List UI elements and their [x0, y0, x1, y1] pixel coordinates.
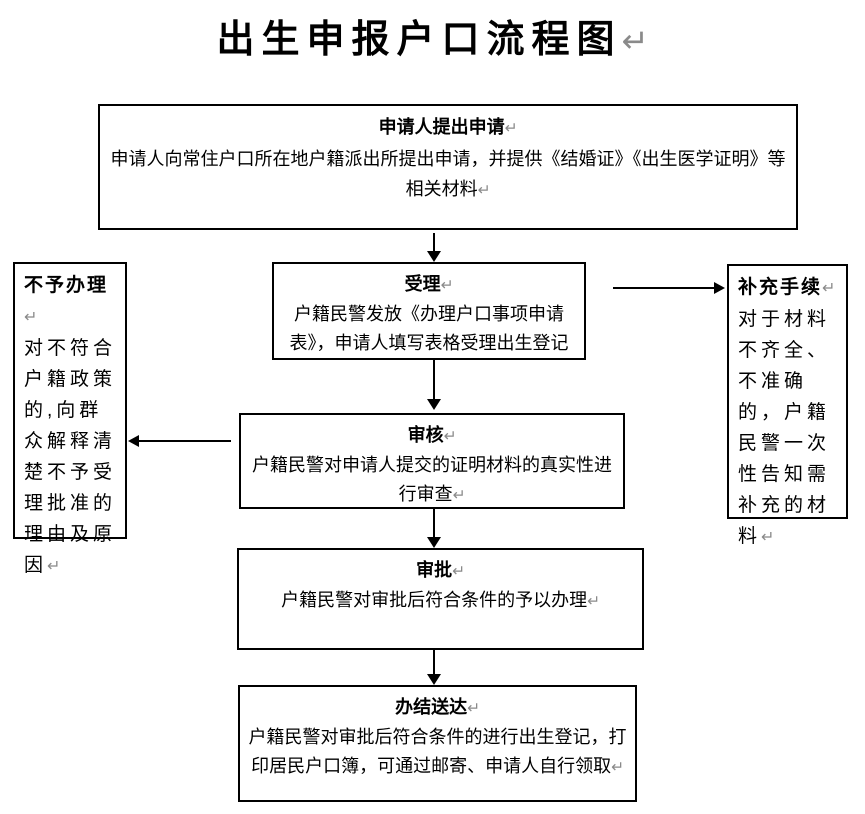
flow-box-review-body: 户籍民警对申请人提交的证明材料的真实性进行审查↵ [252, 455, 612, 504]
flow-box-accept-title: 受理↵ [404, 274, 454, 294]
arrow-accept-to-review [427, 360, 441, 410]
arrow-line [433, 360, 435, 399]
flow-box-supplement-title: 补充手续↵ [738, 277, 836, 298]
flow-box-approve: 审批↵ 户籍民警对审批后符合条件的予以办理↵ [237, 548, 644, 650]
flow-box-supplement: 补充手续↵ 对于材料不齐全、不准确的，户籍民警一次性告知需补充的材料↵ [727, 264, 848, 547]
page-title-text: 出生申报户口流程图 [216, 19, 622, 61]
return-mark-icon: ↵ [504, 120, 518, 137]
return-mark-icon: ↵ [467, 700, 480, 717]
flow-box-accept: 受理↵ 户籍民警发放《办理户口事项申请表》，申请人填写表格受理出生登记 [272, 262, 586, 360]
arrow-apply-to-accept [427, 233, 441, 262]
arrow-line [433, 650, 435, 674]
arrow-accept-to-supplement [613, 282, 725, 294]
arrow-head-down-icon [427, 399, 441, 410]
flow-box-reject: 不予办理↵ 对不符合户籍政策的,向群众解释清楚不予受理批准的理由及原因↵ [13, 262, 127, 576]
arrow-review-to-reject [128, 435, 231, 447]
return-mark-icon: ↵ [477, 182, 491, 199]
arrow-line [613, 287, 715, 289]
arrow-head-down-icon [427, 251, 441, 262]
return-mark-icon: ↵ [761, 528, 775, 546]
flow-box-approve-title: 审批↵ [416, 560, 465, 580]
flow-box-complete-body: 户籍民警对审批后符合条件的进行出生登记，打印居民户口簿，可通过邮寄、申请人自行领… [248, 727, 627, 776]
flow-box-apply-body: 申请人向常住户口所在地户籍派出所提出申请，并提供《结婚证》《出生医学证明》等相关… [110, 149, 786, 199]
arrow-line [433, 233, 435, 251]
flow-box-supplement-body: 对于材料不齐全、不准确的，户籍民警一次性告知需补充的材料↵ [738, 309, 831, 547]
arrow-head-left-icon [128, 435, 139, 447]
flow-box-complete-title: 办结送达↵ [395, 697, 480, 717]
arrow-line [138, 440, 231, 442]
flow-box-apply: 申请人提出申请↵ 申请人向常住户口所在地户籍派出所提出申请，并提供《结婚证》《出… [98, 104, 798, 230]
return-mark-icon: ↵ [587, 593, 600, 610]
flow-box-review: 审核↵ 户籍民警对申请人提交的证明材料的真实性进行审查↵ [239, 413, 625, 509]
arrow-line [433, 509, 435, 537]
arrow-approve-to-complete [427, 650, 441, 685]
return-mark-icon: ↵ [452, 487, 466, 504]
flow-box-approve-body: 户籍民警对审批后符合条件的予以办理↵ [281, 590, 600, 610]
flow-box-complete: 办结送达↵ 户籍民警对审批后符合条件的进行出生登记，打印居民户口簿，可通过邮寄、… [238, 685, 637, 802]
flow-box-apply-title: 申请人提出申请↵ [378, 117, 518, 137]
return-mark-icon: ↵ [47, 557, 61, 575]
flow-box-review-title: 审核↵ [407, 425, 457, 445]
return-mark-icon: ↵ [452, 563, 465, 580]
return-mark-icon: ↵ [24, 308, 38, 326]
arrow-review-to-approve [427, 509, 441, 548]
flow-box-reject-title: 不予办理↵ [24, 275, 109, 326]
arrow-head-right-icon [714, 282, 725, 294]
arrow-head-down-icon [427, 674, 441, 685]
return-mark-icon: ↵ [822, 279, 836, 297]
return-mark-icon: ↵ [443, 428, 457, 445]
return-mark-icon: ↵ [440, 277, 454, 294]
return-mark-icon: ↵ [611, 759, 624, 776]
flow-box-reject-body: 对不符合户籍政策的,向群众解释清楚不予受理批准的理由及原因↵ [24, 338, 117, 576]
arrow-head-down-icon [427, 537, 441, 548]
page-title: 出生申报户口流程图↵ [0, 8, 865, 63]
flow-box-accept-body: 户籍民警发放《办理户口事项申请表》，申请人填写表格受理出生登记 [289, 304, 569, 353]
return-mark-icon: ↵ [621, 23, 649, 59]
